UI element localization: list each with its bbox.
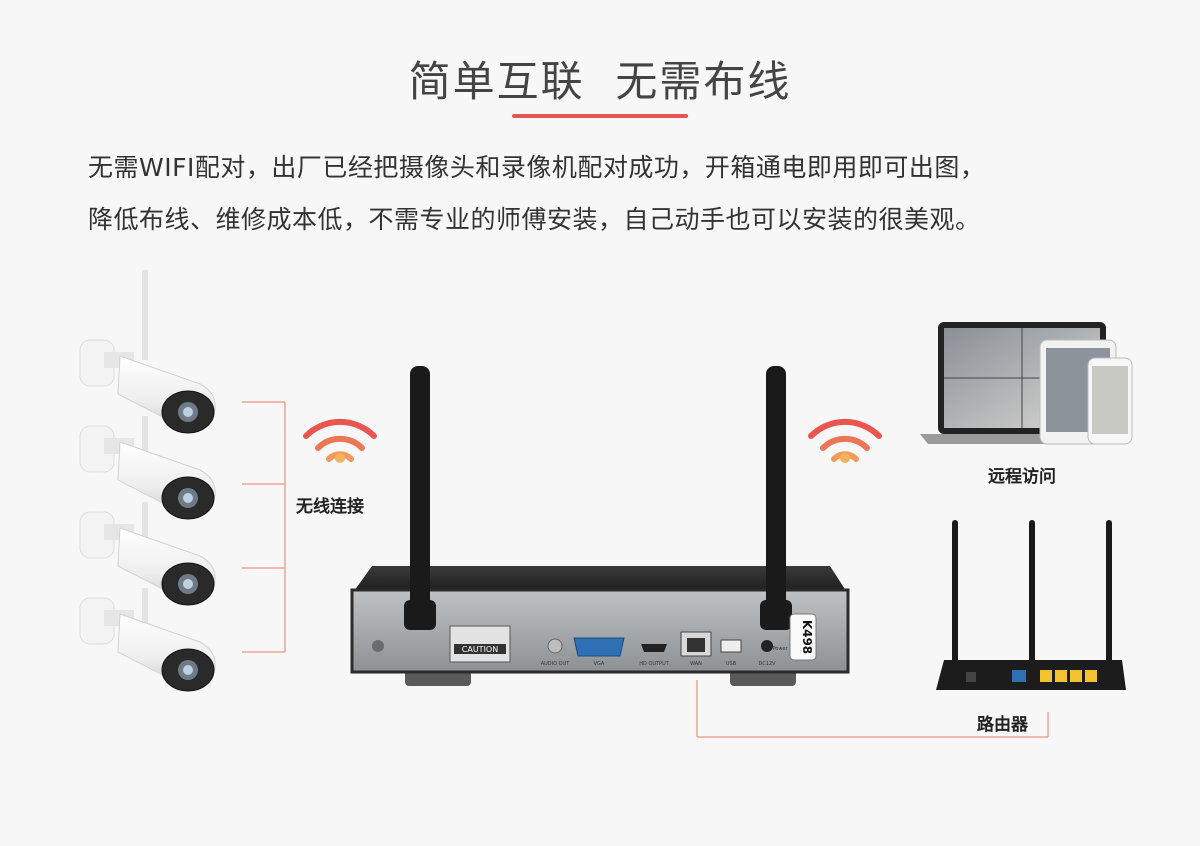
camera-icon: [79, 588, 216, 692]
port-dc-label: DC12V: [758, 661, 776, 667]
port-audio-label: AUDIO OUT: [541, 661, 571, 667]
title-underline: [512, 114, 688, 118]
router-icon: [936, 520, 1126, 690]
port-usb-label: USB: [726, 661, 737, 667]
camera-icon: [79, 502, 216, 606]
caution-label: CAUTION: [462, 645, 498, 654]
model-tag: K498: [800, 620, 814, 654]
router-connection-line: [696, 680, 1049, 738]
port-vga-label: VGA: [594, 661, 605, 667]
description-line-1: 无需WIFI配对，出厂已经把摄像头和录像机配对成功，开箱通电即用即可出图，: [88, 153, 986, 182]
nvr-icon: CAUTION AUDIO OUT VGA HD OUTPUT WAN USB …: [350, 366, 850, 686]
port-wan-label: WAN: [690, 661, 702, 667]
wifi-signal-icon: [303, 418, 377, 463]
wireless-connection-label: 无线连接: [296, 497, 364, 517]
wifi-signal-icon: [808, 418, 882, 463]
camera-icon: [79, 416, 216, 520]
description-line-2: 降低布线、维修成本低，不需专业的师傅安装，自己动手也可以安装的很美观。: [88, 205, 981, 234]
page-title: 简单互联 无需布线: [408, 57, 792, 106]
router-label: 路由器: [977, 715, 1028, 735]
camera-icon: [79, 270, 216, 434]
remote-access-label: 远程访问: [988, 467, 1056, 487]
port-hdmi-label: HD OUTPUT: [639, 661, 670, 667]
phone-icon: [1087, 357, 1133, 445]
camera-group: [79, 270, 216, 692]
camera-bracket-lines: [242, 401, 286, 653]
port-power-label: Power: [772, 646, 788, 652]
